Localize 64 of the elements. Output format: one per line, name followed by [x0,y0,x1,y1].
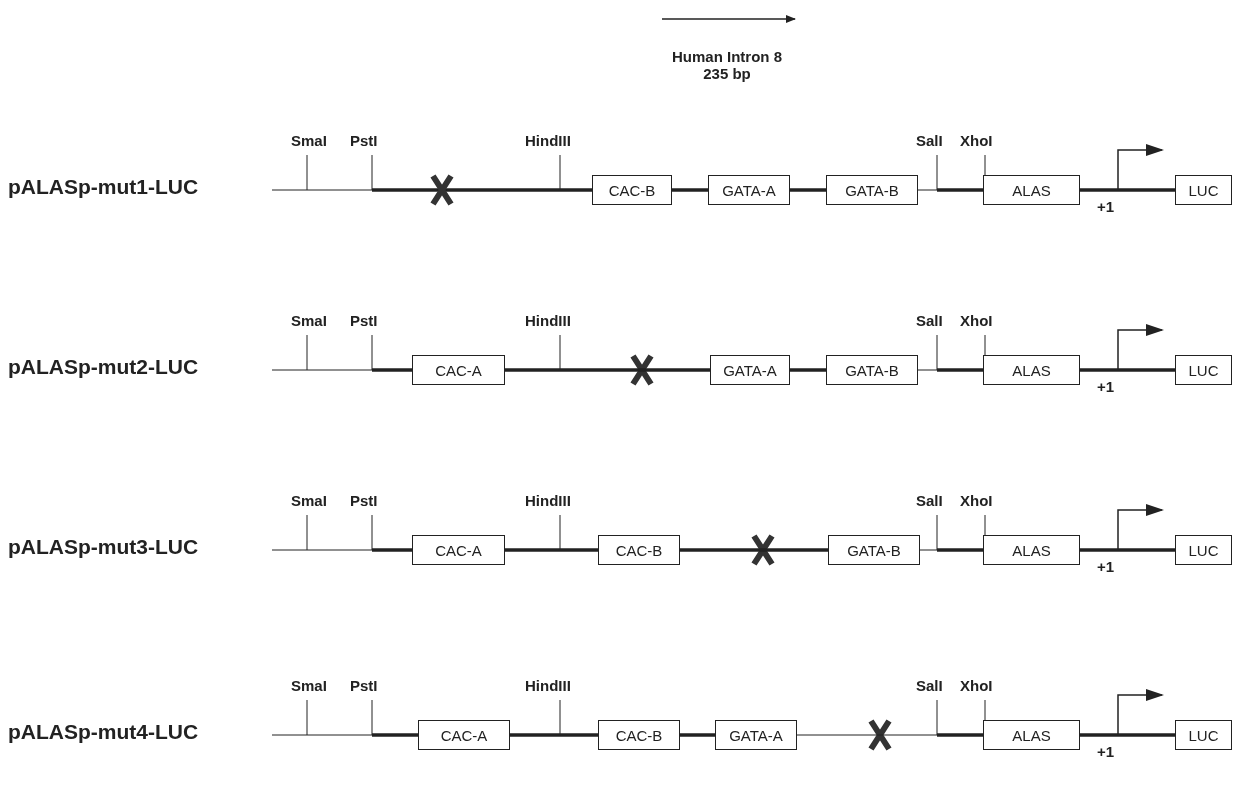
gene-element-box: CAC-A [412,535,505,565]
restriction-site-label: HindIII [525,677,571,694]
restriction-site-label: HindIII [525,312,571,329]
gene-element-box: ALAS [983,355,1080,385]
gene-element-box: GATA-A [715,720,797,750]
gene-element-box: CAC-B [598,720,680,750]
restriction-site-label: PstI [350,677,378,694]
dna-segment [790,368,826,372]
transcription-start-label: +1 [1097,558,1115,575]
dna-segment [1080,733,1175,737]
dna-segment [505,548,598,552]
construct-name: pALASp-mut4-LUC [8,720,199,744]
transcription-start-label: +1 [1097,198,1115,215]
annotation-label: Human Intron 8 235 bp [672,48,782,82]
restriction-site-label: SmaI [291,312,327,329]
gene-element-box: CAC-A [412,355,505,385]
gene-element-box: LUC [1175,355,1232,385]
dna-segment [510,733,598,737]
restriction-site-label: SalI [916,132,943,149]
dna-segment [1080,188,1175,192]
dna-segment [917,369,984,371]
transcription-start-label: +1 [1097,378,1115,395]
restriction-site-label: SalI [916,677,943,694]
restriction-site-label: SmaI [291,677,327,694]
restriction-site-label: XhoI [960,492,993,509]
restriction-site-label: SmaI [291,492,327,509]
restriction-site-label: XhoI [960,677,993,694]
dna-segment [917,189,984,191]
construct-name: pALASp-mut2-LUC [8,355,199,379]
gene-element-box: GATA-B [826,175,918,205]
restriction-site-label: SalI [916,492,943,509]
restriction-site-label: SmaI [291,132,327,149]
restriction-site-label: SalI [916,312,943,329]
dna-segment [1080,368,1175,372]
restriction-site-label: XhoI [960,312,993,329]
restriction-site-label: XhoI [960,132,993,149]
gene-element-box: ALAS [983,535,1080,565]
restriction-site-label: PstI [350,492,378,509]
gene-element-box: GATA-A [708,175,790,205]
construct-name: pALASp-mut3-LUC [8,535,199,559]
gene-element-box: LUC [1175,535,1232,565]
dna-segment [505,368,710,372]
restriction-site-label: PstI [350,132,378,149]
gene-element-box: GATA-B [828,535,920,565]
dna-segment [672,188,708,192]
gene-element-box: LUC [1175,720,1232,750]
gene-element-box: GATA-B [826,355,918,385]
construct-name: pALASp-mut1-LUC [8,175,199,199]
gene-element-box: ALAS [983,175,1080,205]
gene-element-box: CAC-B [598,535,680,565]
restriction-site-label: HindIII [525,492,571,509]
dna-segment [919,549,984,551]
dna-segment [680,733,715,737]
gene-element-box: CAC-A [418,720,510,750]
restriction-site-label: HindIII [525,132,571,149]
dna-segment [680,548,828,552]
gene-element-box: ALAS [983,720,1080,750]
transcription-start-label: +1 [1097,743,1115,760]
gene-element-box: LUC [1175,175,1232,205]
gene-element-box: CAC-B [592,175,672,205]
dna-segment [1080,548,1175,552]
gene-element-box: GATA-A [710,355,790,385]
dna-segment [790,188,826,192]
restriction-site-label: PstI [350,312,378,329]
